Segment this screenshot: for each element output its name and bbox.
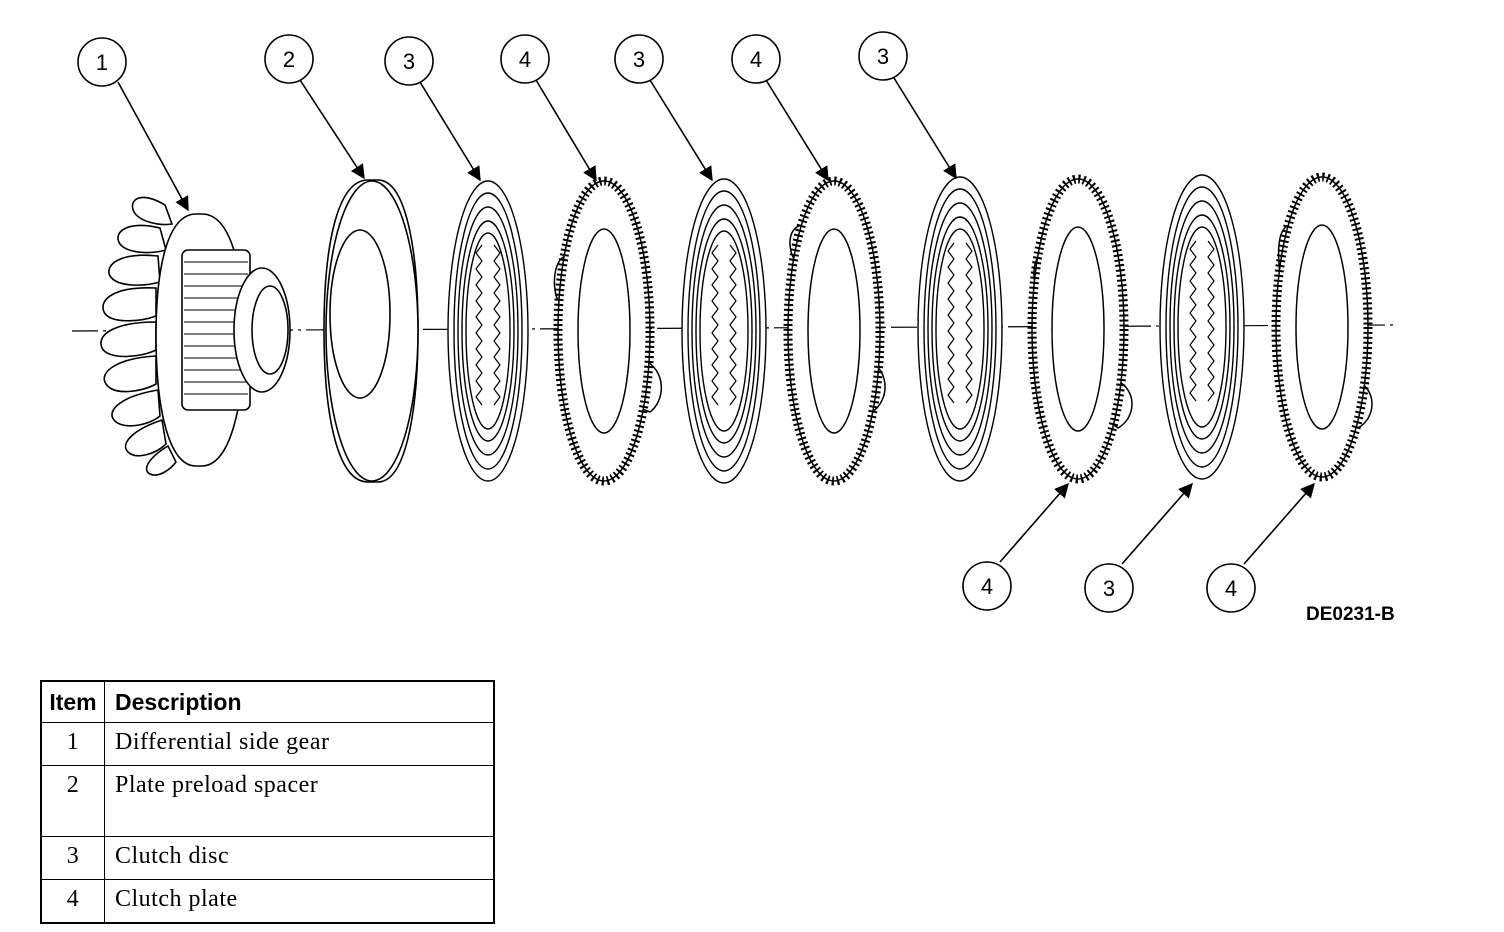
part-clutch-plate bbox=[783, 176, 886, 486]
leader-arrows bbox=[117, 77, 1315, 565]
legend-item-number: 1 bbox=[40, 722, 105, 766]
part-clutch-disc bbox=[447, 180, 529, 482]
legend-item-number: 2 bbox=[40, 765, 105, 837]
table-row: 2 Plate preload spacer bbox=[40, 765, 495, 837]
callout-3: 3 bbox=[858, 31, 908, 81]
table-row: 4 Clutch plate bbox=[40, 879, 495, 924]
gear-bore bbox=[251, 285, 289, 375]
part-clutch-disc bbox=[681, 178, 767, 484]
svg-text:3: 3 bbox=[1103, 576, 1115, 601]
exploded-view-diagram: 1 2 3 4 3 4 3 4 3 4 bbox=[71, 31, 1396, 613]
callout-1: 1 bbox=[77, 37, 127, 87]
callout-3: 3 bbox=[384, 36, 434, 86]
legend-item-description: Clutch disc bbox=[104, 836, 495, 880]
svg-text:2: 2 bbox=[283, 47, 295, 72]
svg-text:4: 4 bbox=[750, 47, 762, 72]
legend-item-description: Differential side gear bbox=[104, 722, 495, 766]
legend-table: Item Description 1 Differential side gea… bbox=[40, 680, 495, 924]
svg-text:4: 4 bbox=[1225, 576, 1237, 601]
legend-item-number: 4 bbox=[40, 879, 105, 924]
part-side-gear bbox=[100, 196, 291, 476]
svg-text:3: 3 bbox=[403, 49, 415, 74]
legend-header-item: Item bbox=[40, 680, 105, 723]
svg-text:1: 1 bbox=[96, 50, 108, 75]
callout-3: 3 bbox=[1084, 563, 1134, 613]
part-preload-spacer bbox=[323, 179, 419, 483]
callout-3: 3 bbox=[614, 34, 664, 84]
legend-item-description: Plate preload spacer bbox=[104, 765, 495, 837]
callout-4: 4 bbox=[731, 34, 781, 84]
legend-item-number: 3 bbox=[40, 836, 105, 880]
svg-text:3: 3 bbox=[877, 44, 889, 69]
table-row: 1 Differential side gear bbox=[40, 722, 495, 766]
svg-text:3: 3 bbox=[633, 47, 645, 72]
callout-2: 2 bbox=[264, 34, 314, 84]
callout-4: 4 bbox=[962, 561, 1012, 611]
legend-item-description: Clutch plate bbox=[104, 879, 495, 924]
callout-4: 4 bbox=[1206, 563, 1256, 613]
part-clutch-disc bbox=[1159, 174, 1245, 480]
svg-text:4: 4 bbox=[981, 574, 993, 599]
gear-teeth bbox=[100, 196, 177, 476]
part-clutch-plate bbox=[1027, 174, 1133, 484]
table-row: 3 Clutch disc bbox=[40, 836, 495, 880]
hub-splines bbox=[184, 261, 248, 395]
callout-4: 4 bbox=[500, 34, 550, 84]
part-clutch-disc bbox=[917, 176, 1003, 482]
part-clutch-plate bbox=[1271, 172, 1373, 482]
legend-header-description: Description bbox=[104, 680, 495, 723]
figure-code: DE0231-B bbox=[1306, 604, 1395, 625]
legend-header-row: Item Description bbox=[40, 680, 495, 723]
svg-text:4: 4 bbox=[519, 47, 531, 72]
part-clutch-plate bbox=[553, 176, 663, 486]
